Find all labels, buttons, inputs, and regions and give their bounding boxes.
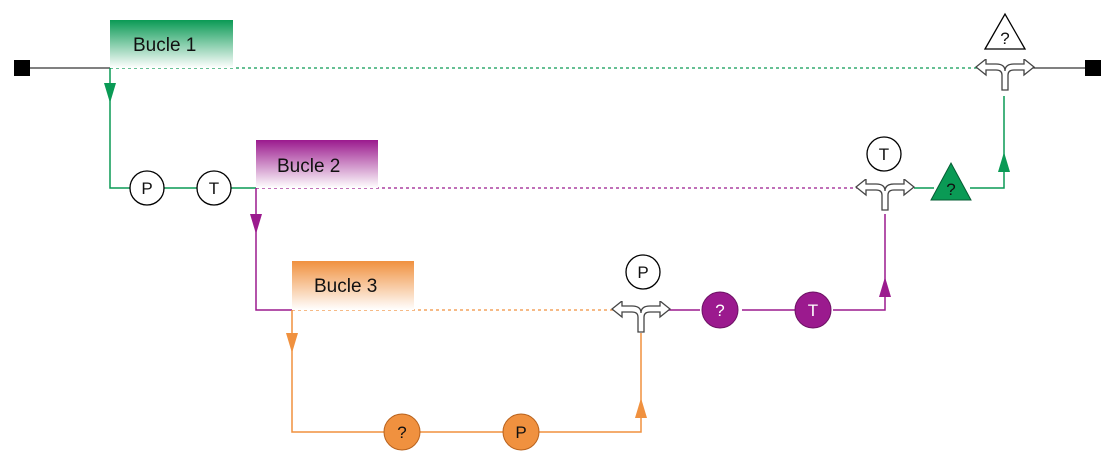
loop1-decision-triangle-icon [930, 161, 972, 201]
loop3-node-q-label: ? [397, 423, 406, 442]
loop2-condition-label: T [879, 145, 889, 164]
loop2-node-t [794, 291, 832, 329]
loop3-return-path [539, 333, 642, 433]
loop1-label: Bucle 1 [133, 35, 196, 56]
loop1-node-p-label: P [141, 179, 152, 198]
loop1-fork-icon [975, 59, 1035, 91]
loop3-condition-label: P [637, 263, 648, 282]
loop2-arrow-up-icon [879, 277, 891, 297]
loop1-exit-decision-label: ? [1000, 29, 1009, 48]
start-terminal-icon [14, 60, 30, 76]
loop2-path-down [255, 188, 292, 311]
loop1-exit-decision-triangle-icon [983, 12, 1027, 50]
loop2-node-t-label: T [808, 301, 818, 320]
loop3-label: Bucle 3 [314, 276, 377, 297]
loop3-node-p-label: P [515, 423, 526, 442]
loop3-arrow-up-icon [635, 398, 647, 418]
loop2-condition-node [866, 136, 902, 172]
loop3-fork-icon [611, 301, 671, 333]
loop2-return-path [833, 214, 886, 311]
loop1-arrow-up-icon [998, 152, 1010, 172]
loop2-header [256, 140, 378, 188]
loop2-node-q [701, 291, 739, 329]
loop1-arrow-down-icon [104, 83, 116, 103]
loop3-node-q [383, 413, 421, 451]
loop3-node-p [502, 413, 540, 451]
end-terminal-icon [1085, 60, 1101, 76]
loop3-path-down [291, 310, 384, 433]
loop3-header [292, 261, 414, 310]
loop1-return-path [970, 96, 1005, 189]
loop1-node-p [129, 170, 165, 206]
loop1-node-t-label: T [209, 179, 219, 198]
loop1-decision-label: ? [946, 180, 955, 199]
loop2-arrow-down-icon [250, 214, 262, 234]
loop1-header [110, 20, 233, 68]
loop2-node-q-label: ? [715, 301, 724, 320]
loop1-path-down [109, 68, 130, 189]
loop1-node-t [196, 170, 232, 206]
loop2-label: Bucle 2 [277, 156, 340, 177]
loop3-condition-node [625, 254, 661, 290]
loop2-fork-icon [855, 179, 915, 211]
loop3-arrow-down-icon [286, 333, 298, 353]
